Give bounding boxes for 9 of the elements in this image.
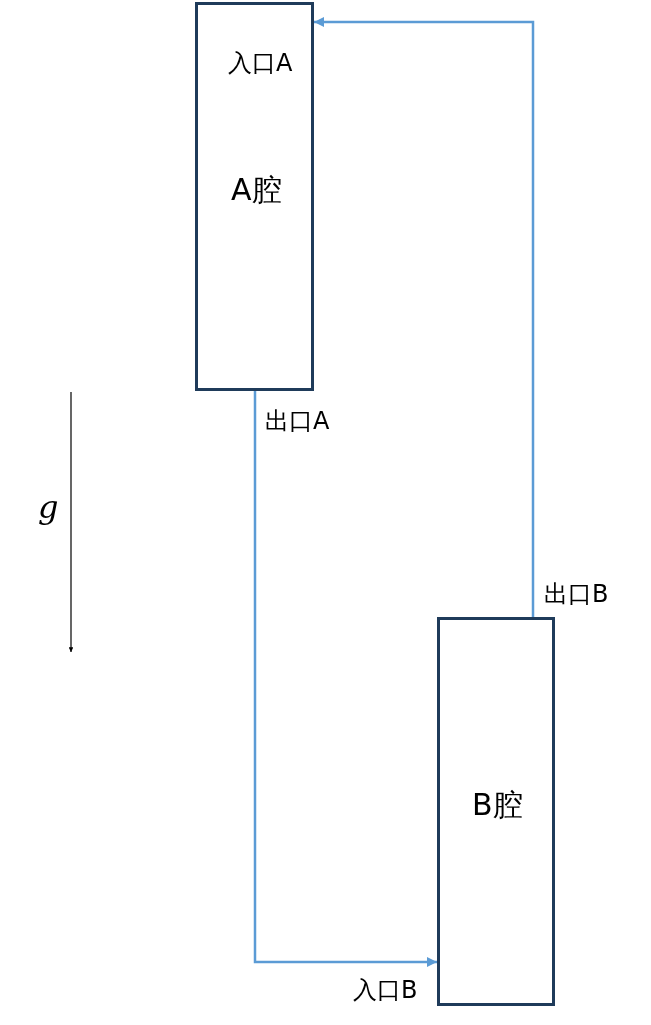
flow-arrow [253,391,437,967]
port-label: 出口B [544,579,609,610]
chamber-label: A腔 [231,171,282,209]
port-label: 入口B [353,975,418,1006]
chamber-label: B腔 [472,786,523,824]
gravity-label: g [38,488,59,526]
flow-arrow [314,17,535,617]
port-label: 出口A [265,406,330,437]
chamber-label: 入口A [228,48,293,79]
